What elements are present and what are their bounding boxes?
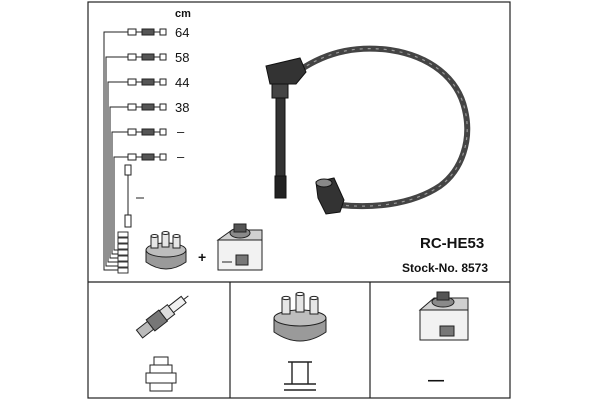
cable-row-3: 44 <box>127 75 189 90</box>
distributor-cap-large-icon <box>273 291 327 342</box>
cable-length-4: 38 <box>175 100 189 115</box>
ignition-lead-icon <box>265 45 471 215</box>
distributor-cap-icon <box>145 231 187 270</box>
kit-plus-sign: + <box>198 249 206 265</box>
unit-label: cm <box>175 8 191 20</box>
cable-connector-icon <box>127 28 167 36</box>
ignition-coil-large-icon <box>418 291 469 341</box>
outer-frame <box>87 1 511 399</box>
cable-length-1: 64 <box>175 25 189 40</box>
cable-connector-icon <box>127 103 167 111</box>
distributor-terminal-icon <box>284 361 316 391</box>
spark-plug-icon <box>135 295 189 339</box>
cable-row-6: – <box>127 149 185 164</box>
cable-connector-icon <box>127 128 167 136</box>
cable-length-5: – <box>177 124 185 139</box>
cable-list <box>103 31 128 271</box>
cable-row-2: 58 <box>127 50 189 65</box>
stock-number: Stock-No. 8573 <box>402 261 488 275</box>
coil-lead-icon <box>124 164 144 228</box>
cable-row-5: – <box>127 124 185 139</box>
harness-terminals-icon <box>117 231 129 274</box>
cable-length-2: 58 <box>175 50 189 65</box>
cable-row-1: 64 <box>127 25 189 40</box>
cable-connector-icon <box>127 53 167 61</box>
cable-connector-icon <box>127 78 167 86</box>
ignition-coil-icon <box>216 223 263 271</box>
coil-terminal-none: — <box>428 372 444 389</box>
spark-plug-terminal-icon <box>145 356 177 392</box>
cable-length-6: – <box>177 149 185 164</box>
cable-row-4: 38 <box>127 100 189 115</box>
product-code: RC-HE53 <box>420 235 484 252</box>
cable-length-3: 44 <box>175 75 189 90</box>
cable-connector-icon <box>127 153 167 161</box>
